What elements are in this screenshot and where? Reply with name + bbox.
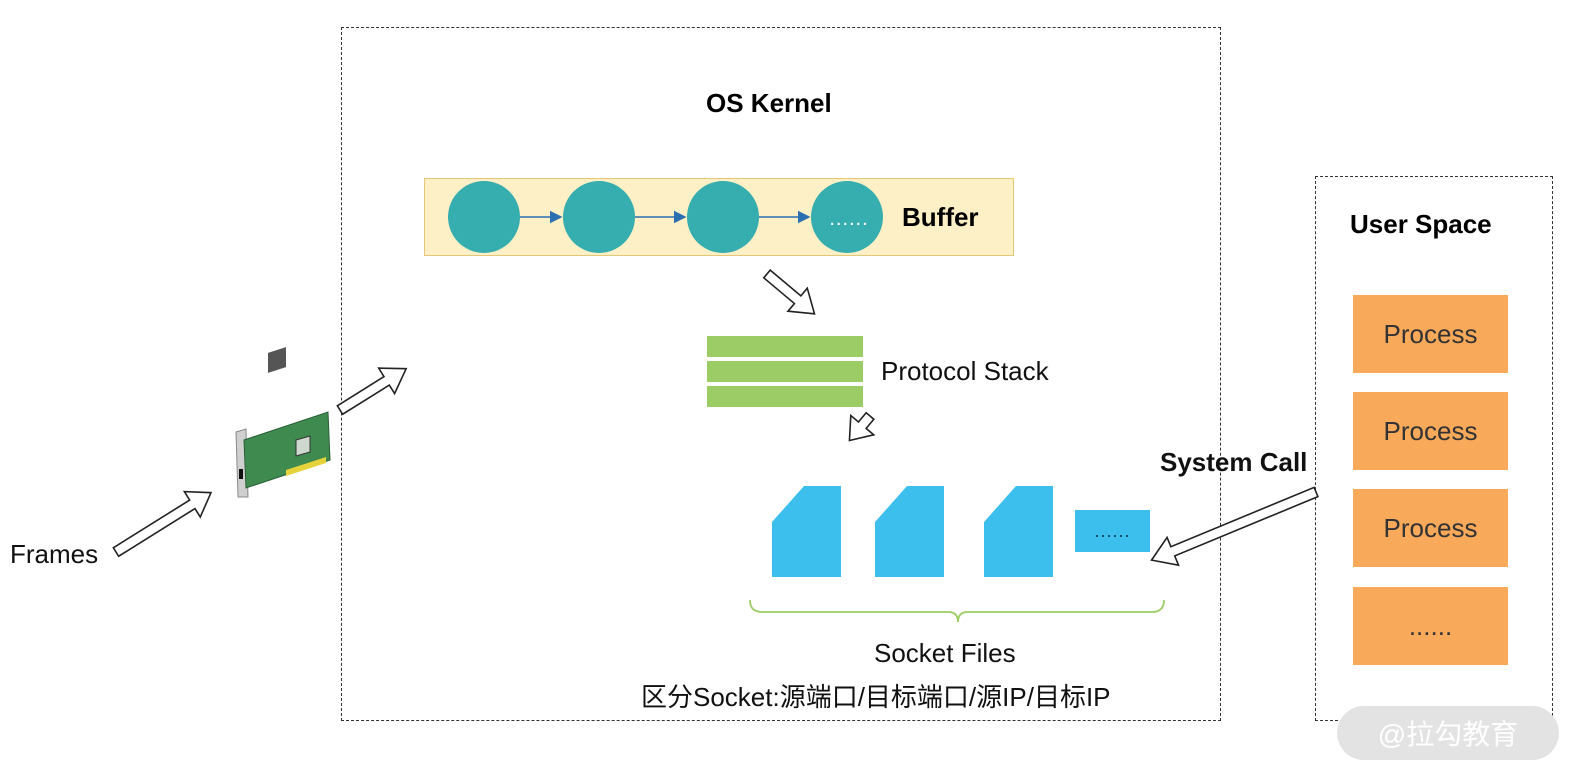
buffer-node	[448, 181, 520, 253]
user-space-title: User Space	[1350, 209, 1492, 239]
protocol-to-socket-arrow	[848, 411, 876, 442]
socket-file-icon	[984, 486, 1053, 577]
frames-label: Frames	[10, 539, 99, 569]
system-call-arrow	[1150, 486, 1319, 567]
process-box: Process	[1353, 489, 1508, 567]
buffer-node	[687, 181, 759, 253]
buffer-to-protocol-arrow	[762, 269, 816, 315]
nic-to-kernel-arrow	[336, 367, 408, 416]
network-card-icon	[235, 347, 331, 498]
protocol-layer	[707, 361, 863, 382]
os-kernel-box	[341, 27, 1221, 721]
buffer-ellipsis: ......	[829, 208, 869, 230]
watermark: @拉勾教育	[1337, 706, 1559, 760]
process-box: Process	[1353, 295, 1508, 373]
buffer-node-ellipsis	[811, 181, 883, 253]
socket-files-label: Socket Files	[874, 638, 1016, 668]
socket-brace	[749, 599, 1165, 623]
frames-arrow	[112, 490, 213, 558]
os-kernel-title: OS Kernel	[706, 88, 832, 118]
socket-file-ellipsis: ......	[1075, 510, 1150, 552]
system-call-label: System Call	[1160, 447, 1308, 477]
socket-file-icon	[772, 486, 841, 577]
socket-file-icon	[875, 486, 944, 577]
process-box: Process	[1353, 392, 1508, 470]
buffer-node	[563, 181, 635, 253]
process-box-ellipsis: ......	[1353, 587, 1508, 665]
protocol-layer	[707, 386, 863, 407]
socket-identification-note: 区分Socket:源端口/目标端口/源IP/目标IP	[641, 682, 1111, 712]
buffer-label: Buffer	[902, 202, 979, 232]
protocol-stack-label: Protocol Stack	[881, 356, 1049, 386]
protocol-layer	[707, 336, 863, 357]
